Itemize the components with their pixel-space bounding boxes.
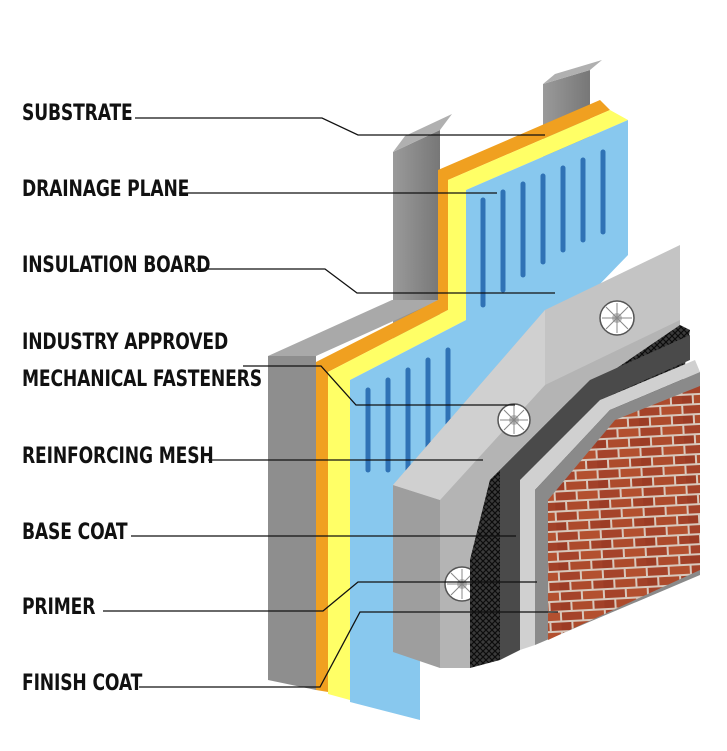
finish-coat-brick	[535, 372, 700, 645]
leader-primer	[103, 581, 537, 612]
label-drainage-plane: DRAINAGE PLANE	[22, 177, 190, 202]
leader-insulation-board	[196, 268, 555, 294]
label-fasteners-line2: MECHANICAL FASTENERS	[22, 367, 262, 392]
leader-substrate	[135, 117, 545, 136]
fastener-disc	[497, 403, 531, 437]
label-fasteners-line1: INDUSTRY APPROVED	[22, 330, 229, 355]
label-primer: PRIMER	[22, 595, 96, 620]
label-reinforcing-mesh: REINFORCING MESH	[22, 444, 214, 469]
label-insulation-board: INSULATION BOARD	[22, 253, 211, 278]
fastener-disc	[599, 300, 635, 336]
leader-fasteners	[243, 365, 515, 406]
label-base-coat: BASE COAT	[22, 520, 128, 545]
label-finish-coat: FINISH COAT	[22, 671, 143, 696]
base-coat-layer	[500, 335, 690, 660]
leader-lines	[103, 117, 558, 688]
label-substrate: SUBSTRATE	[22, 101, 133, 126]
leader-finish-coat	[139, 611, 558, 688]
